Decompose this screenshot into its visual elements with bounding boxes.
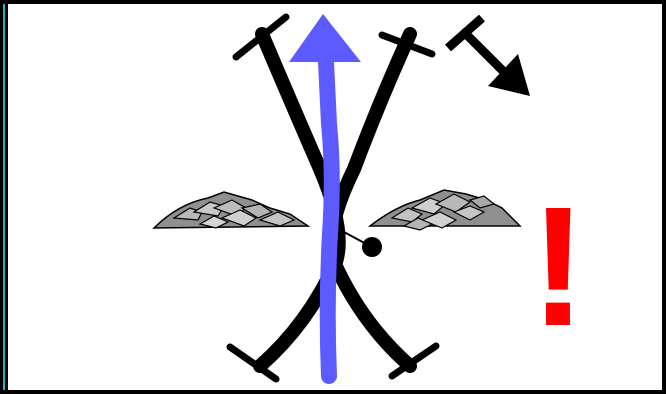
left-rock-pile-icon xyxy=(154,192,308,228)
warning-exclamation-icon: ! xyxy=(530,192,578,342)
right-rock-pile-icon xyxy=(370,190,520,230)
width-measure-arrow-icon xyxy=(448,18,530,96)
diagram-canvas: ! xyxy=(8,4,662,390)
pin-marker-icon xyxy=(344,232,382,257)
left-accent-strip xyxy=(3,4,5,390)
